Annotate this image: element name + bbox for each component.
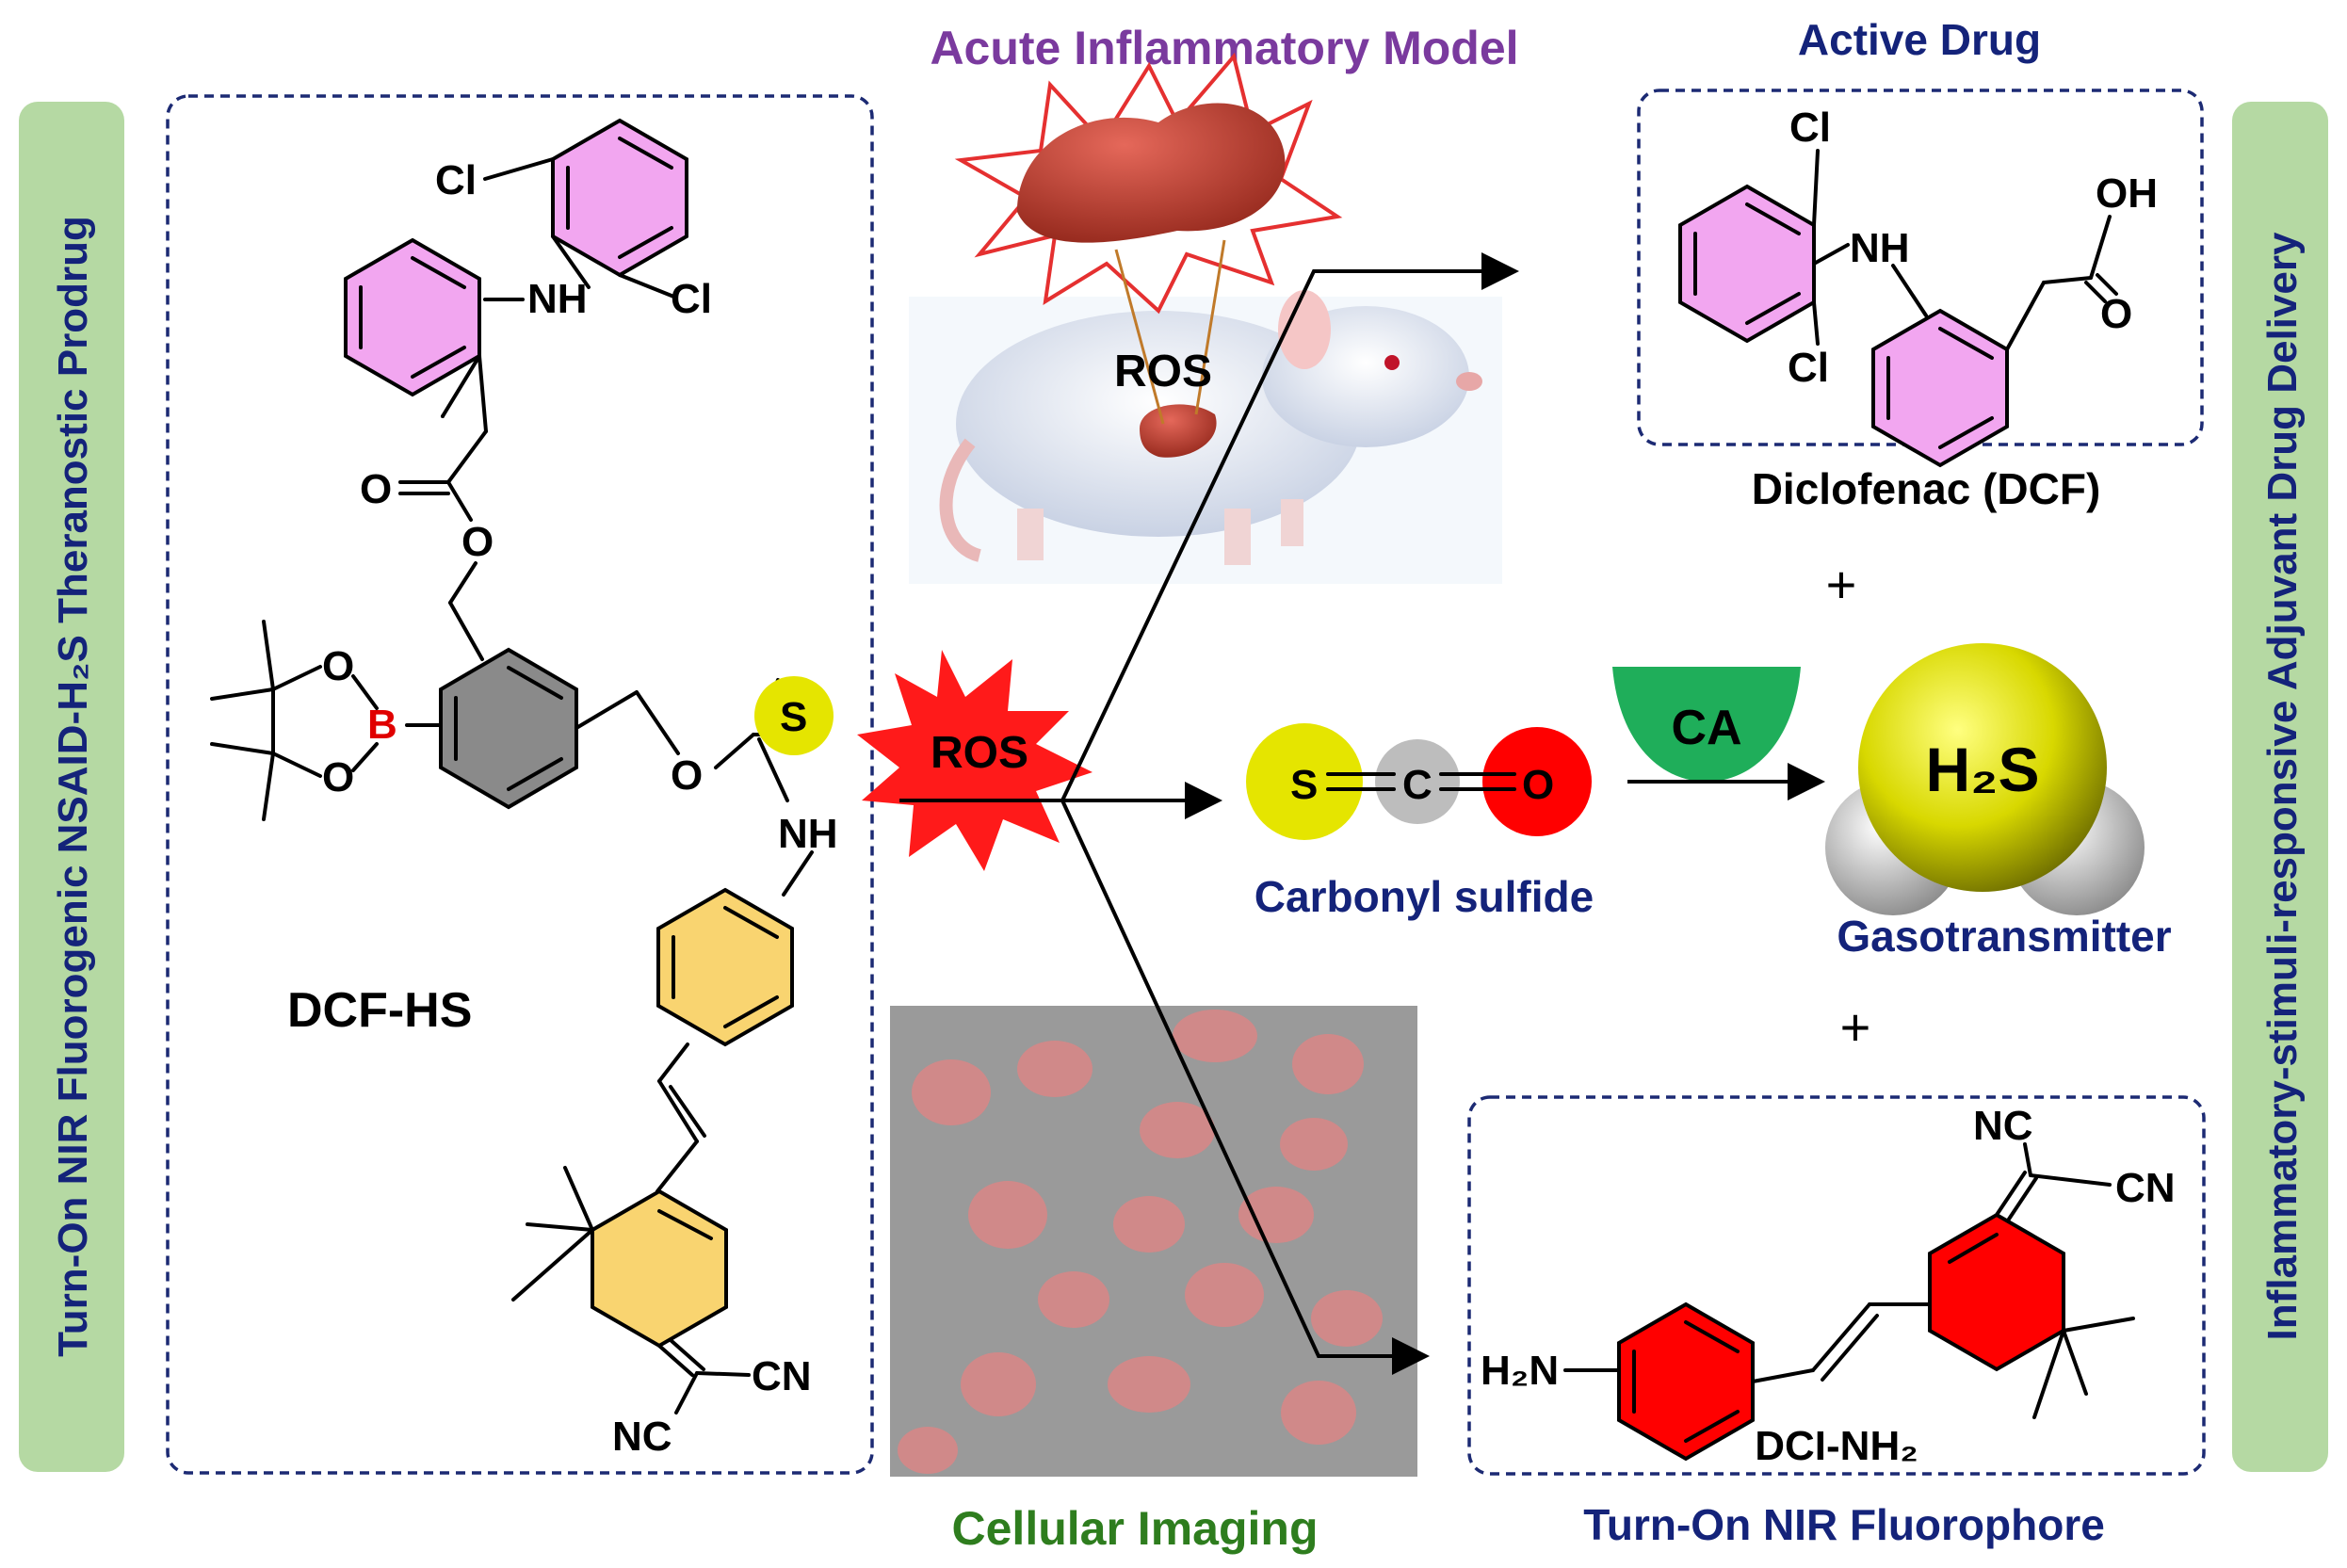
atom-s-prodrug: S bbox=[780, 694, 807, 740]
fluorophore-name: DCI-NH₂ bbox=[1755, 1423, 1918, 1469]
ros-center-label: ROS bbox=[931, 728, 1028, 778]
ring-fl-cyclohexene bbox=[1928, 1212, 2065, 1372]
ring-dichlorophenyl bbox=[551, 118, 688, 278]
h2s-label: H₂S bbox=[1925, 735, 2039, 804]
ring-phenyl-top bbox=[344, 237, 481, 397]
atom-dcf-cl-top: Cl bbox=[1789, 105, 1831, 151]
cellular-imaging-label: Cellular Imaging bbox=[952, 1502, 1319, 1555]
carbonic-anhydrase: CA bbox=[1612, 667, 1801, 782]
ring-phenyl-yellow bbox=[656, 887, 794, 1047]
inflamed-liver-illustration: ROS bbox=[954, 52, 1343, 458]
cos-atom-o: O bbox=[1522, 762, 1554, 808]
prodrug-structure: Cl Cl NH O O B O bbox=[210, 118, 838, 1460]
atom-o-pin-top: O bbox=[322, 643, 354, 689]
atom-nh-top: NH bbox=[527, 276, 588, 322]
cos-carbon-ball bbox=[1375, 739, 1460, 824]
fluorophore-label: Turn-On NIR Fluorophore bbox=[1583, 1500, 2105, 1549]
ros-burst: ROS bbox=[857, 650, 1093, 871]
atom-o-thiocarbamate: O bbox=[671, 752, 703, 799]
sulfur-ball-prodrug bbox=[754, 676, 834, 755]
ros-mouse-label: ROS bbox=[1114, 347, 1212, 396]
atom-dcf-o: O bbox=[2100, 291, 2132, 337]
atom-cn-prodrug: CN bbox=[752, 1353, 812, 1399]
cos-atom-c: C bbox=[1402, 762, 1432, 808]
plus-top: + bbox=[1826, 555, 1857, 614]
atom-o-carbonyl: O bbox=[360, 466, 392, 512]
carbonyl-sulfide-molecule: S C O bbox=[1246, 723, 1592, 840]
atom-dcf-nh: NH bbox=[1850, 225, 1910, 271]
cos-oxygen-ball bbox=[1482, 727, 1592, 836]
ring-cyclohexene-yellow bbox=[591, 1188, 728, 1349]
prodrug-name: DCF-HS bbox=[287, 983, 472, 1038]
ring-central-gray bbox=[439, 647, 578, 810]
atom-nh-carbamate: NH bbox=[778, 811, 838, 857]
ring-dcf-phenyl bbox=[1871, 308, 2009, 468]
carbonyl-sulfide-label: Carbonyl sulfide bbox=[1254, 872, 1594, 921]
atom-o-ester: O bbox=[461, 519, 494, 565]
fluorophore-structure: H₂N NC CN DCI-NH₂ bbox=[1481, 1103, 2176, 1469]
left-banner-text: Turn-On NIR Fluorogenic NSAID-H₂S Theran… bbox=[50, 216, 96, 1357]
active-drug-label: Active Drug bbox=[1798, 15, 2041, 64]
right-banner: Inflammatory-stimuli-responsive Adjuvant… bbox=[2232, 102, 2328, 1472]
cellular-imaging-micrograph bbox=[890, 1006, 1417, 1477]
atom-cl-right: Cl bbox=[671, 276, 712, 322]
atom-cl-left: Cl bbox=[435, 157, 477, 203]
atom-nc-prodrug: NC bbox=[612, 1414, 672, 1460]
atom-fl-cn: CN bbox=[2115, 1165, 2176, 1211]
right-banner-text: Inflammatory-stimuli-responsive Adjuvant… bbox=[2259, 232, 2306, 1340]
atom-fl-nc: NC bbox=[1973, 1103, 2033, 1149]
prodrug-box bbox=[166, 94, 874, 1475]
arrow-to-dcf bbox=[1060, 252, 1519, 801]
diclofenac-label: Diclofenac (DCF) bbox=[1752, 464, 2101, 513]
atom-fl-h2n: H₂N bbox=[1481, 1348, 1559, 1394]
atom-o-pin-bottom: O bbox=[322, 754, 354, 800]
diclofenac-structure: Cl Cl NH OH O bbox=[1678, 105, 2158, 468]
cos-atom-s: S bbox=[1290, 762, 1318, 808]
h2s-molecule: H₂S bbox=[1825, 643, 2145, 915]
arrow-to-fluorophore bbox=[1060, 800, 1430, 1375]
cos-sulfur-ball bbox=[1246, 723, 1363, 840]
ca-label: CA bbox=[1671, 701, 1741, 755]
ring-dcf-dichlorophenyl bbox=[1678, 184, 1816, 344]
fluorophore-box bbox=[1467, 1095, 2206, 1476]
atom-boron: B bbox=[367, 702, 397, 748]
atom-dcf-oh: OH bbox=[2096, 170, 2158, 217]
atom-dcf-cl-bottom: Cl bbox=[1788, 345, 1829, 391]
h2s-sulfur-sphere bbox=[1858, 643, 2107, 892]
plus-bottom: + bbox=[1840, 997, 1871, 1057]
ring-fl-phenyl bbox=[1617, 1301, 1755, 1462]
left-banner: Turn-On NIR Fluorogenic NSAID-H₂S Theran… bbox=[19, 102, 124, 1472]
gasotransmitter-label: Gasotransmitter bbox=[1837, 912, 2171, 961]
